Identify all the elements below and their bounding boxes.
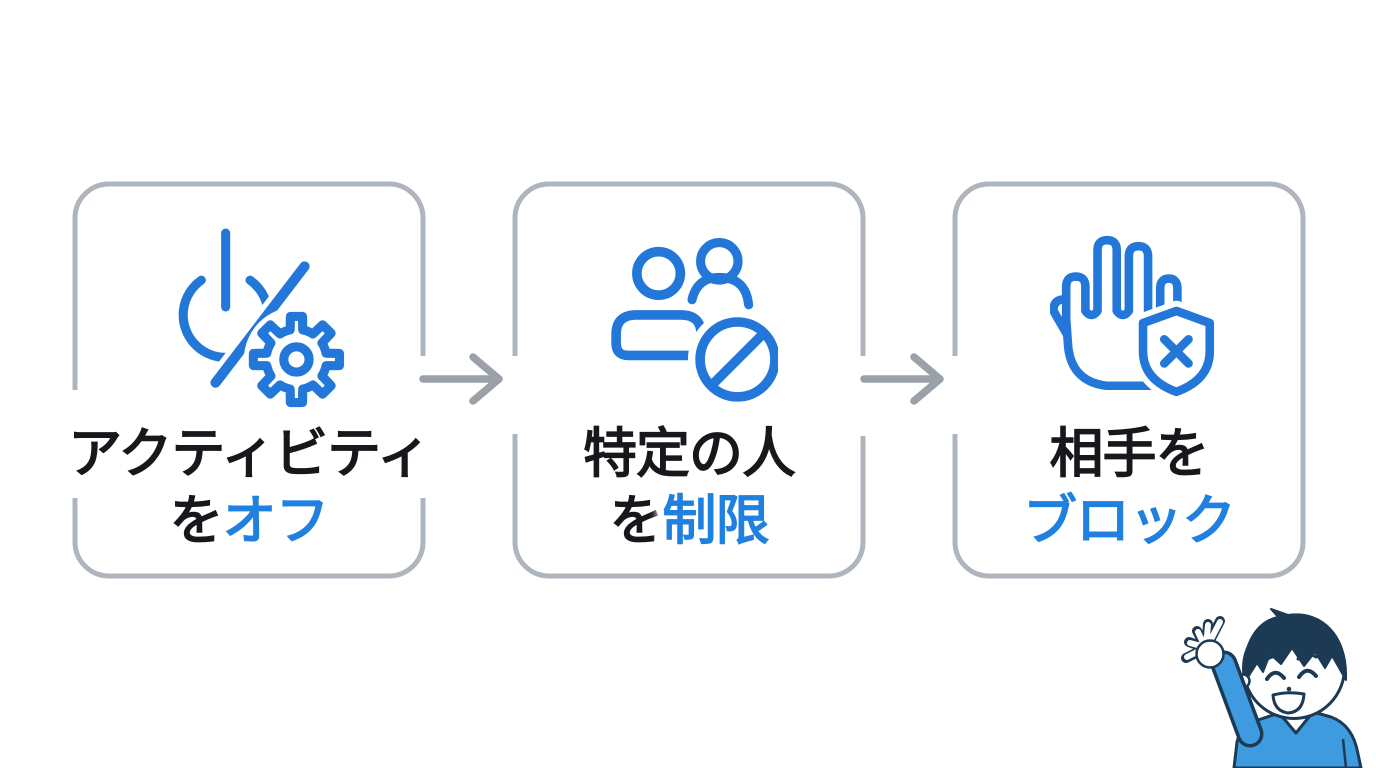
arrow-right-icon <box>857 350 952 408</box>
step-label: アクティビティ をオフ <box>68 421 431 555</box>
step-card-block-user: 相手を ブロック <box>952 181 1306 579</box>
step-title-line2: ブロック <box>1023 488 1236 555</box>
step-title-line1: 相手を <box>1049 424 1210 484</box>
step-title-line1: アクティビティ <box>68 424 431 484</box>
people-restrict-icon <box>606 236 788 410</box>
accent-text: 制限 <box>662 491 770 551</box>
step-label: 特定の人 を制限 <box>583 421 796 555</box>
step-card-activity-off: アクティビティ をオフ <box>68 181 431 579</box>
power-off-gear-icon <box>165 226 350 413</box>
arrow-right-icon <box>416 350 511 408</box>
step-title-line1: 特定の人 <box>583 424 796 484</box>
step-title-line2: をオフ <box>169 491 329 551</box>
accent-text: ブロック <box>1023 491 1236 551</box>
card-border <box>952 181 1306 579</box>
accent-text: オフ <box>222 491 329 551</box>
step-card-restrict-people: 特定の人 を制限 <box>512 181 866 579</box>
waving-boy-illustration <box>1181 608 1363 768</box>
step-title-line2: を制限 <box>609 491 770 551</box>
step-label: 相手を ブロック <box>1023 421 1236 555</box>
hand-block-shield-icon <box>1049 226 1232 408</box>
